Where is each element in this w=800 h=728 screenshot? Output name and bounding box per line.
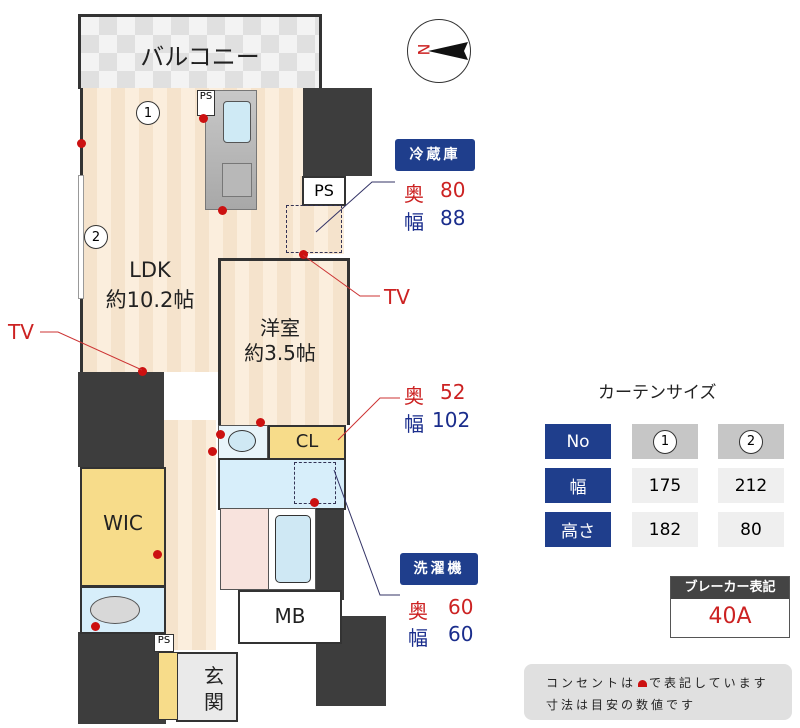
sink-icon	[223, 101, 251, 143]
notes-box: コンセントはで表記しています 寸法は目安の数値です	[524, 664, 792, 720]
western-room-size: 約3.5帖	[244, 341, 316, 365]
tv-label-right: TV	[384, 285, 410, 309]
breaker-box: ブレーカー表記 40A	[670, 576, 790, 638]
ldk-name: LDK	[129, 258, 171, 282]
mb-label: MB	[274, 604, 306, 628]
closet-depth-label: 奥	[404, 384, 424, 408]
curtain-marker-2: 2	[84, 225, 108, 249]
breaker-title: ブレーカー表記	[671, 577, 789, 599]
balcony: バルコニー	[78, 14, 322, 89]
entrance: 玄 関	[176, 652, 238, 722]
wall-block	[78, 632, 166, 724]
meter-box: MB	[238, 590, 342, 644]
bathtub-icon	[275, 515, 311, 583]
closet-width: 102	[432, 408, 471, 432]
row-header-no: No	[545, 424, 611, 459]
leader-lines	[40, 181, 400, 596]
width-1: 175	[632, 468, 698, 503]
col-1-header: 1	[632, 424, 698, 459]
wic-room: WIC	[80, 467, 166, 587]
shoe-storage	[158, 652, 178, 720]
wic-label: WIC	[103, 511, 143, 535]
compass-arrow-icon	[428, 42, 468, 60]
ldk-size: 約10.2帖	[105, 288, 195, 312]
tv-label-left: TV	[8, 320, 34, 344]
curtain-table-title: カーテンサイズ	[598, 383, 717, 403]
entrance-label-1: 玄	[204, 664, 224, 688]
corridor	[164, 420, 216, 650]
fridge-width-label: 幅	[404, 210, 424, 234]
col-2-header: 2	[718, 424, 784, 459]
wall-block	[300, 88, 372, 176]
height-2: 80	[718, 512, 784, 547]
balcony-label: バルコニー	[140, 43, 260, 71]
ldk-window-frame	[78, 175, 84, 299]
breaker-value: 40A	[708, 604, 752, 629]
fridge-title: 冷蔵庫	[395, 139, 475, 171]
curtain-marker-1: 1	[136, 101, 160, 125]
compass: N	[407, 19, 471, 83]
closet-depth: 52	[440, 380, 466, 404]
toilet-room	[80, 586, 166, 634]
row-header-width: 幅	[545, 468, 611, 503]
ps-small-bottom: PS	[154, 634, 174, 652]
floor-plan: バルコニー PS PS 洋室 約3.5帖 LDK 約10.2帖 1 2 CL W…	[8, 14, 410, 724]
fridge-width: 88	[440, 206, 466, 230]
outlet-icon	[138, 367, 147, 376]
outlet-icon	[216, 430, 225, 439]
marker-2: 2	[739, 429, 763, 454]
outlet-icon	[310, 498, 319, 507]
outlet-legend-icon	[638, 680, 648, 687]
fridge-depth-label: 奥	[404, 182, 424, 206]
western-room	[218, 258, 350, 425]
outlet-icon	[153, 550, 162, 559]
width-2: 212	[718, 468, 784, 503]
note-line1-a: コンセントは	[546, 676, 637, 690]
entrance-label-2: 関	[204, 690, 224, 714]
washer-depth: 60	[448, 595, 474, 619]
washer-depth-label: 奥	[408, 599, 428, 623]
note-line1-b: で表記しています	[649, 676, 769, 690]
outlet-icon	[218, 206, 227, 215]
ps-box: PS	[302, 176, 346, 206]
marker-1: 1	[653, 429, 677, 454]
wall-block	[316, 505, 344, 600]
washer-width: 60	[448, 622, 474, 646]
height-1: 182	[632, 512, 698, 547]
toilet-icon	[90, 596, 140, 624]
note-line2: 寸法は目安の数値です	[546, 698, 697, 712]
washer-title: 洗濯機	[400, 553, 478, 585]
wall-block	[78, 372, 164, 467]
outlet-icon	[208, 447, 217, 456]
closet-label: CL	[295, 431, 319, 452]
western-room-name: 洋室	[260, 316, 300, 340]
fridge-depth: 80	[440, 178, 466, 202]
bathroom	[268, 508, 316, 590]
outlet-icon	[77, 139, 86, 148]
row-header-height: 高さ	[545, 512, 611, 547]
outlet-icon	[199, 114, 208, 123]
closet-width-label: 幅	[404, 412, 424, 436]
stove-icon	[222, 163, 252, 197]
outlet-icon	[256, 418, 265, 427]
washer-width-label: 幅	[408, 626, 428, 650]
fridge-space	[286, 205, 342, 253]
outlet-icon	[299, 250, 308, 259]
washbasin-icon	[228, 430, 256, 452]
outlet-icon	[91, 622, 100, 631]
